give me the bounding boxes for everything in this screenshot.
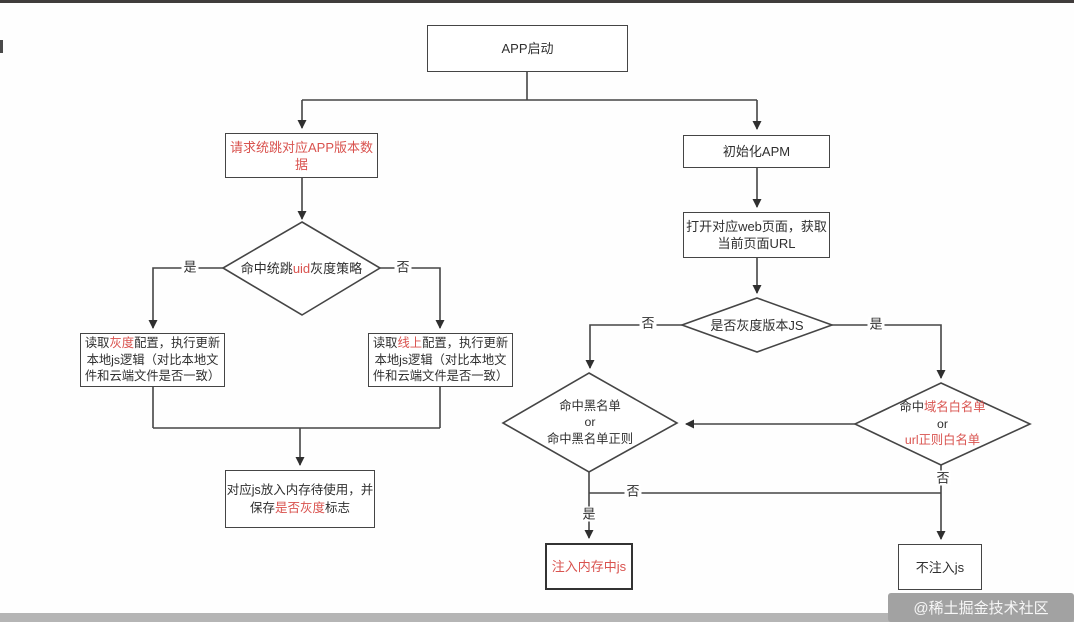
node-open-web: 打开对应web页面，获取 当前页面URL <box>683 212 830 258</box>
text-segment: 读取 <box>84 336 110 351</box>
edge-uid-no <box>380 267 445 329</box>
edge-label-grayjs-no: 否 <box>639 315 657 331</box>
decision-shape-whitelist <box>853 382 1032 466</box>
edge-label-whitelist-no: 否 <box>934 470 952 486</box>
node-open-web-line1: 打开对应web页面，获取 <box>686 219 827 234</box>
edge-label-grayjs-yes: 是 <box>867 316 885 332</box>
node-read-online-line3: 件和云端文件是否一致） <box>372 369 509 384</box>
node-init-apm-label: 初始化APM <box>722 144 791 159</box>
edge-label-blacklist-yes: 是 <box>580 506 598 522</box>
decision-shape-uid-gray <box>221 221 382 316</box>
watermark-text: @稀土掘金技术社区 <box>913 600 1049 617</box>
text-segment-highlight: 线上 <box>397 336 423 351</box>
node-init-apm: 初始化APM <box>683 135 830 168</box>
node-read-gray-line2: 本地js逻辑（对比本地文 <box>86 352 219 367</box>
decision-shape-blacklist <box>501 372 679 473</box>
node-memory-store-line1: 对应js放入内存待使用，并 <box>226 483 374 497</box>
edge-uid-yes <box>148 267 223 329</box>
text-segment: 配置，执行更新 <box>134 336 221 351</box>
bottom-edge-strip <box>0 613 1074 622</box>
edge-label-blacklist-no: 否 <box>624 483 642 499</box>
node-inject-js: 注入内存中js <box>545 543 633 590</box>
node-memory-store-line2: 保存是否灰度标志 <box>250 499 350 517</box>
edge-grayjs-yes <box>832 324 946 379</box>
node-memory-store: 对应js放入内存待使用，并 保存是否灰度标志 <box>225 470 375 528</box>
edge-label-uid-no: 否 <box>394 259 412 275</box>
node-read-gray-line3: 件和云端文件是否一致） <box>84 369 221 384</box>
node-app-start-label: APP启动 <box>501 41 554 56</box>
text-segment: 标志 <box>325 501 351 515</box>
watermark: @稀土掘金技术社区 <box>888 593 1074 622</box>
text-segment: 保存 <box>249 501 275 515</box>
node-read-online-line1: 读取线上配置，执行更新 <box>373 335 508 352</box>
decision-shape-gray-js <box>679 297 835 353</box>
node-read-gray-line1: 读取灰度配置，执行更新 <box>85 335 220 352</box>
node-request-version: 请求统跳对应APP版本数据 <box>225 133 378 178</box>
node-app-start: APP启动 <box>427 25 628 72</box>
top-edge-strip <box>0 0 1074 3</box>
edge-label-uid-yes: 是 <box>181 259 199 275</box>
left-edge-artifact <box>0 40 3 53</box>
node-read-gray-config: 读取灰度配置，执行更新 本地js逻辑（对比本地文 件和云端文件是否一致） <box>80 333 225 387</box>
node-no-inject-js: 不注入js <box>898 544 982 590</box>
node-read-online-config: 读取线上配置，执行更新 本地js逻辑（对比本地文 件和云端文件是否一致） <box>368 333 513 387</box>
node-request-version-label: 请求统跳对应APP版本数据 <box>229 139 373 172</box>
text-segment-highlight: 是否灰度 <box>274 501 325 515</box>
node-no-inject-js-label: 不注入js <box>915 559 965 575</box>
text-segment: 读取 <box>372 336 398 351</box>
node-read-online-line2: 本地js逻辑（对比本地文 <box>374 352 507 367</box>
edge-grayjs-no <box>585 324 682 369</box>
node-inject-js-label: 注入内存中js <box>551 559 627 574</box>
text-segment: 配置，执行更新 <box>422 336 509 351</box>
node-open-web-line2: 当前页面URL <box>717 236 796 251</box>
text-segment-highlight: 灰度 <box>109 336 135 351</box>
